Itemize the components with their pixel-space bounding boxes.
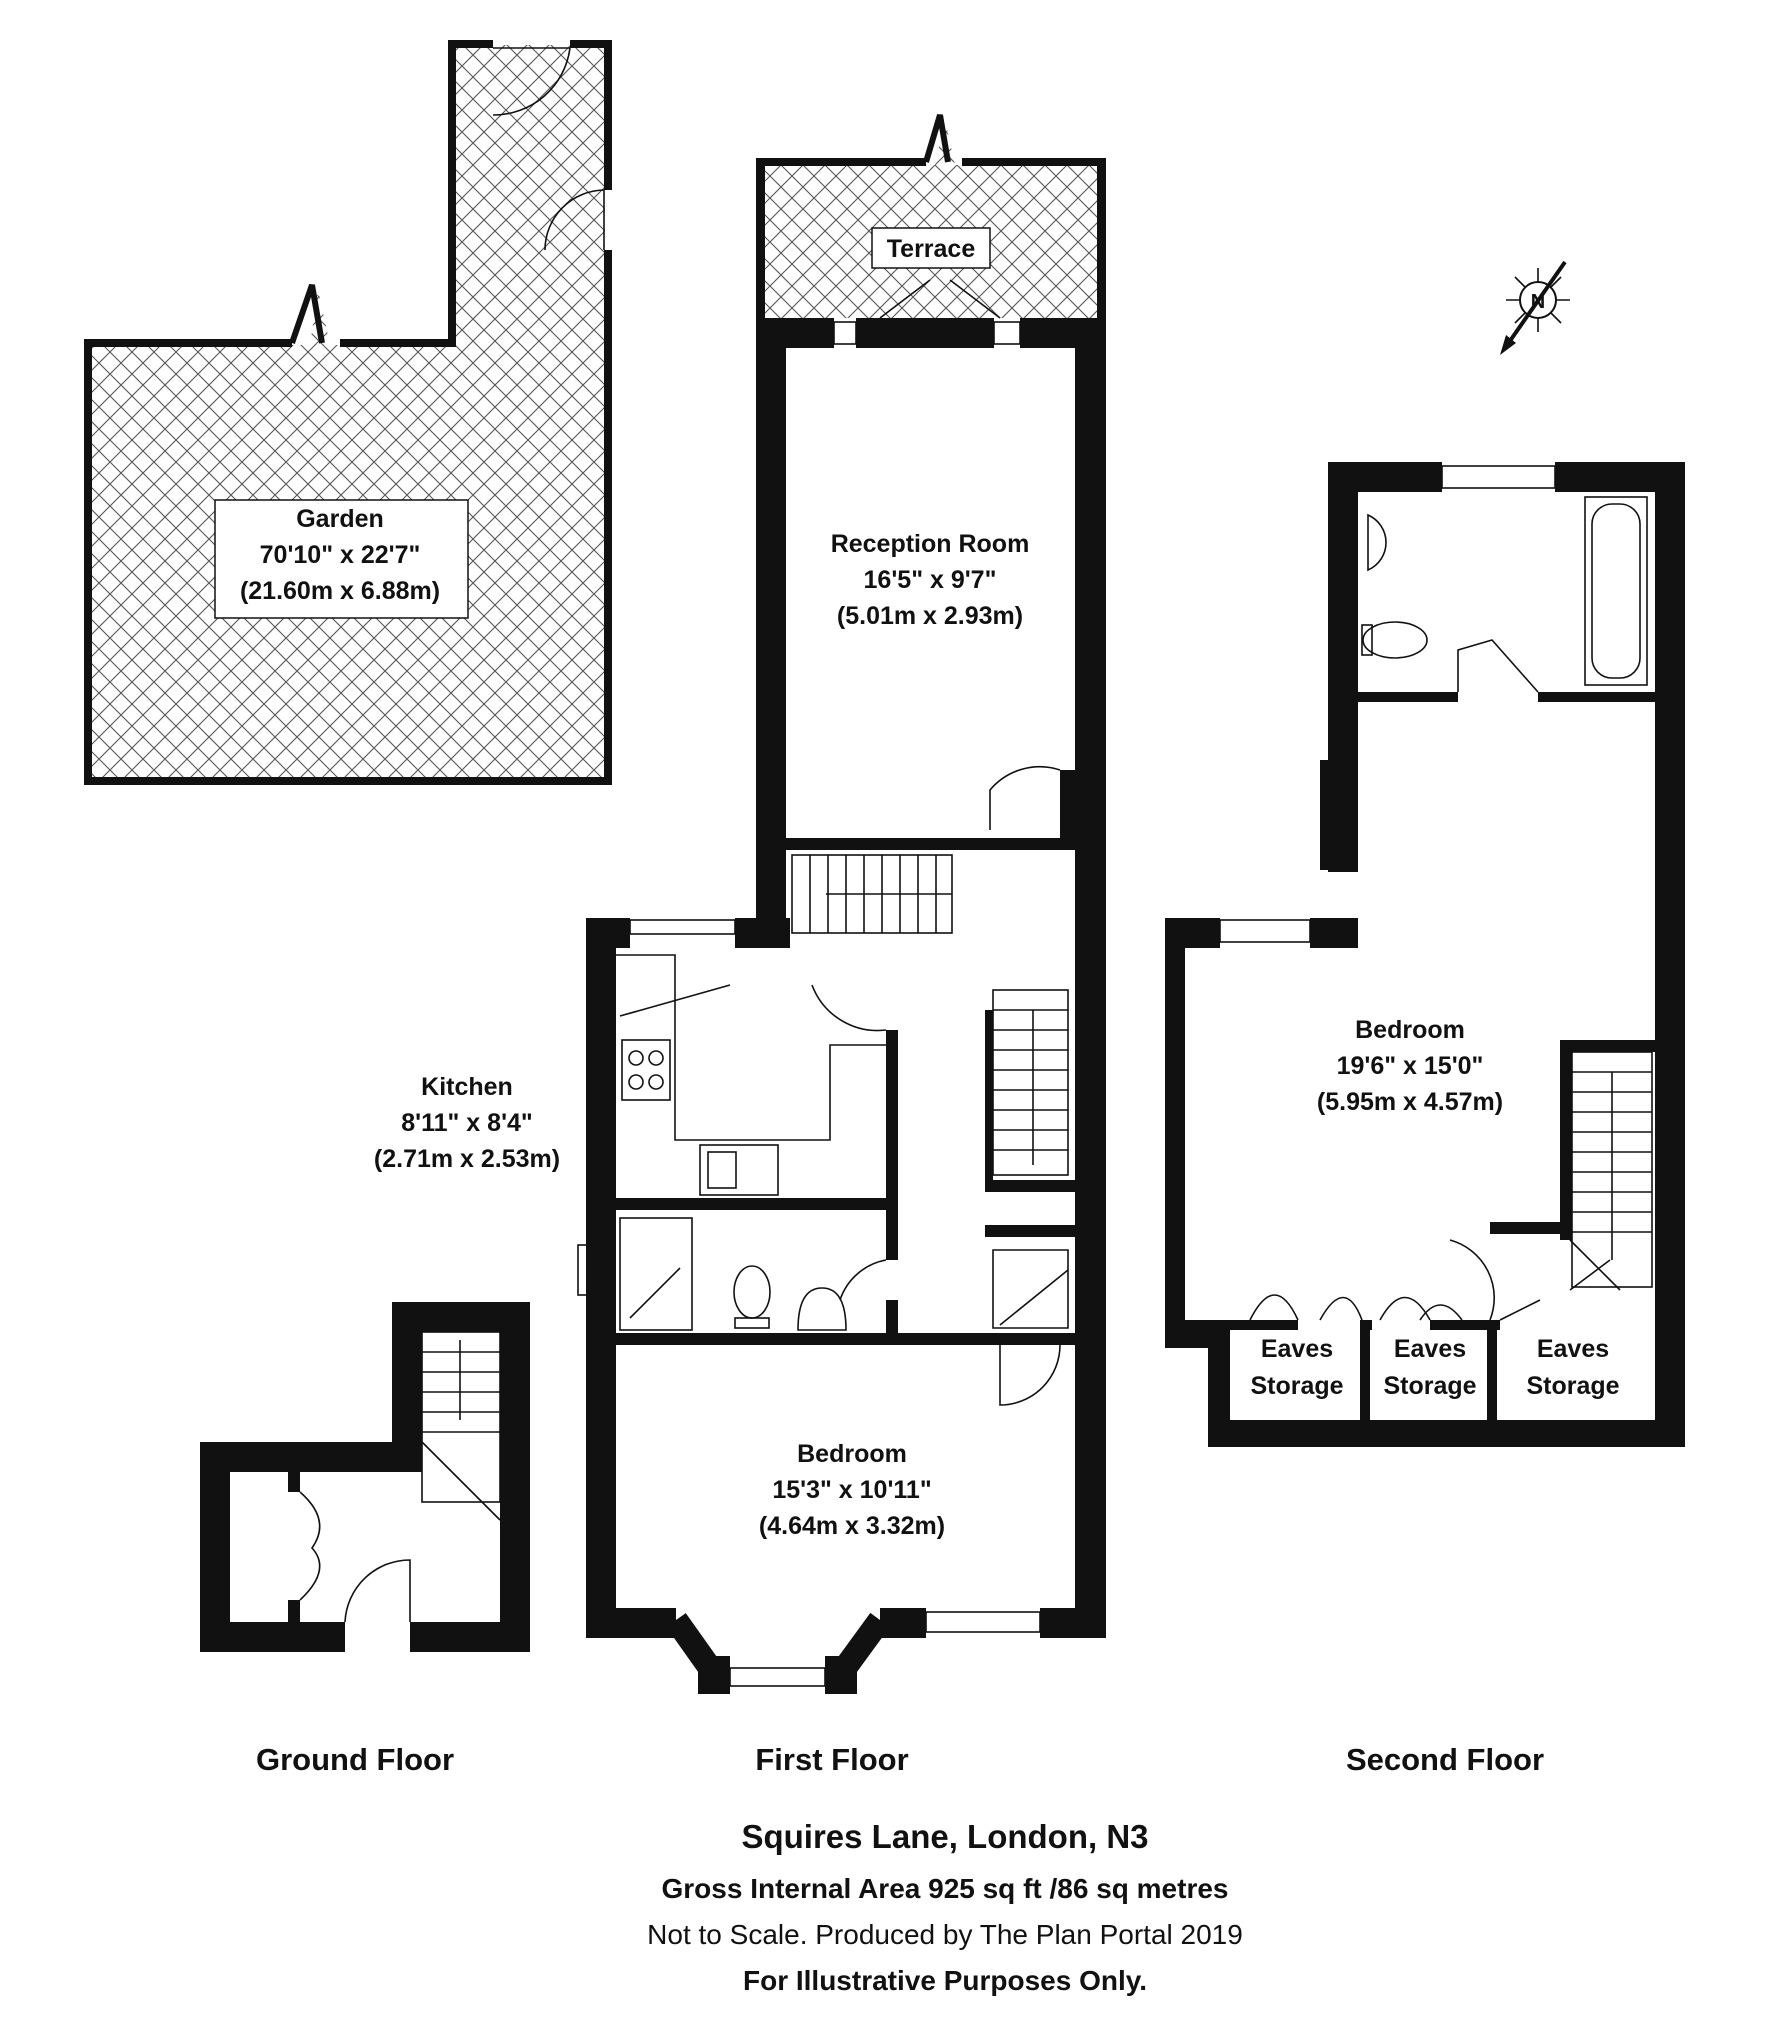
first-floor-fixtures	[577, 765, 1069, 1406]
second-floor-fixtures	[1249, 496, 1653, 1321]
second-floor-walls	[1165, 462, 1685, 1447]
kitchen-label: Kitchen	[421, 1073, 513, 1101]
eaves-storage-2-line2: Storage	[1383, 1372, 1476, 1400]
property-address: Squires Lane, London, N3	[741, 1818, 1148, 1855]
eaves-storage-2-line1: Eaves	[1394, 1335, 1466, 1363]
compass-icon: N	[1500, 260, 1570, 355]
eaves-storage-1-line2: Storage	[1250, 1372, 1343, 1400]
kitchen-dimensions-metric: (2.71m x 2.53m)	[374, 1145, 560, 1173]
garden-dimensions-metric: (21.60m x 6.88m)	[240, 577, 440, 605]
eaves-storage-3-line2: Storage	[1526, 1372, 1619, 1400]
first-floor-label: First Floor	[755, 1742, 908, 1777]
compass-north-label: N	[1531, 291, 1545, 313]
ground-floor-label: Ground Floor	[256, 1742, 454, 1777]
reception-room-dimensions-metric: (5.01m x 2.93m)	[837, 602, 1023, 630]
first-floor-bedroom-dimensions-metric: (4.64m x 3.32m)	[759, 1512, 945, 1540]
eaves-storage-3-line1: Eaves	[1537, 1335, 1609, 1363]
second-floor-bedroom-dimensions-imperial: 19'6" x 15'0"	[1337, 1052, 1484, 1080]
reception-room-label: Reception Room	[831, 530, 1030, 558]
reception-room-dimensions-imperial: 16'5" x 9'7"	[864, 566, 997, 594]
first-floor-bedroom-label: Bedroom	[797, 1440, 907, 1468]
ground-floor-fixtures	[299, 1331, 501, 1623]
illustrative-notice: For Illustrative Purposes Only.	[743, 1965, 1147, 1996]
garden-label: Garden	[296, 505, 384, 533]
ground-floor-walls	[200, 1302, 530, 1652]
terrace-label: Terrace	[887, 235, 976, 263]
garden-dimensions-imperial: 70'10" x 22'7"	[260, 541, 421, 569]
first-floor-bedroom-dimensions-imperial: 15'3" x 10'11"	[772, 1476, 931, 1504]
first-floor-walls	[586, 318, 1106, 1694]
second-floor-bedroom-dimensions-metric: (5.95m x 4.57m)	[1317, 1088, 1503, 1116]
scale-disclaimer: Not to Scale. Produced by The Plan Porta…	[647, 1919, 1243, 1950]
gross-internal-area: Gross Internal Area 925 sq ft /86 sq met…	[662, 1873, 1229, 1904]
garden-area	[84, 40, 612, 785]
eaves-storage-1-line1: Eaves	[1261, 1335, 1333, 1363]
second-floor-label: Second Floor	[1346, 1742, 1544, 1777]
kitchen-dimensions-imperial: 8'11" x 8'4"	[401, 1109, 533, 1137]
terrace-area	[756, 114, 1106, 323]
second-floor-bedroom-label: Bedroom	[1355, 1016, 1465, 1044]
